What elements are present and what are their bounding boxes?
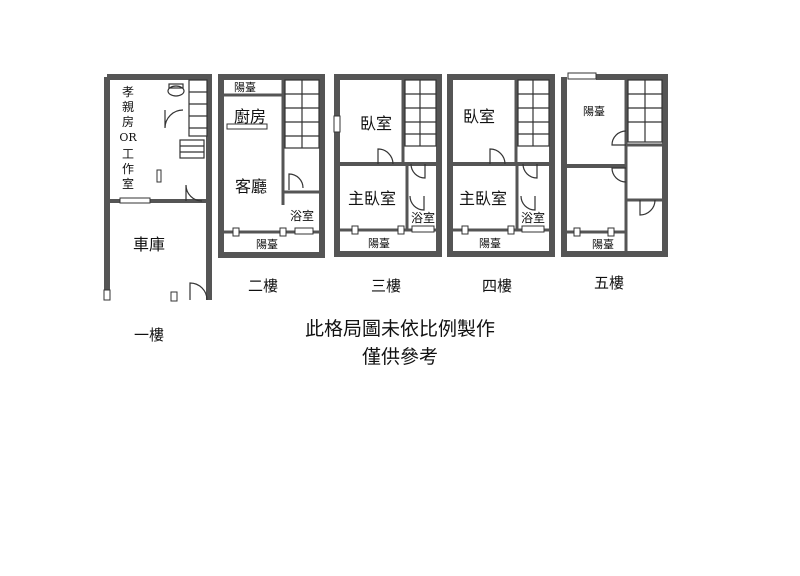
floor-2-living-label: 客廳 (235, 177, 267, 196)
floor-1-plan (103, 74, 212, 302)
floor-5-plan (561, 72, 668, 257)
floor-3-bath-label: 浴室 (411, 210, 435, 225)
floor-5-stairs (627, 79, 663, 143)
floor-1-garage-label: 車庫 (133, 235, 165, 254)
floor-2-balcony-top-label: 陽臺 (234, 80, 256, 94)
floor-3-master-label: 主臥室 (348, 189, 396, 208)
floor-1-study-label: 孝 親 房 OR 工 作 室 (119, 85, 137, 191)
floor-2-stairs (284, 79, 320, 149)
floor-3-plan (333, 74, 442, 257)
svg-text:親: 親 (122, 100, 134, 114)
svg-text:室: 室 (122, 176, 134, 191)
svg-text:工: 工 (122, 147, 134, 161)
svg-text:房: 房 (122, 114, 134, 129)
floor-2-plan (218, 74, 325, 258)
floor-2-balcony-bottom-label: 陽臺 (256, 237, 278, 251)
floor-3-balcony-bottom-label: 陽臺 (368, 236, 390, 250)
floor-3-bedroom-label: 臥室 (360, 114, 392, 133)
floor-5-balcony-top-label: 陽臺 (583, 104, 605, 118)
floor-2-kitchen-label: 廚房 (234, 107, 266, 126)
floor-4-label: 四樓 (482, 277, 512, 295)
svg-text:作: 作 (122, 162, 134, 176)
svg-text:OR: OR (119, 131, 137, 144)
svg-text:孝: 孝 (122, 85, 134, 99)
floor-5-label: 五樓 (594, 274, 624, 292)
floor-3-label: 三樓 (371, 277, 401, 295)
floor-1-stairs (179, 79, 208, 159)
floor-4-plan (447, 74, 555, 257)
disclaimer-line-2: 僅供參考 (361, 346, 438, 368)
floor-3-stairs (404, 79, 437, 147)
floor-4-balcony-bottom-label: 陽臺 (479, 236, 501, 250)
disclaimer-line-1: 此格局圖未依比例製作 (304, 318, 495, 340)
floor-5-balcony-bottom-label: 陽臺 (592, 237, 614, 251)
floor-2-bath-label: 浴室 (290, 208, 314, 223)
floor-4-master-label: 主臥室 (459, 189, 507, 208)
floor-2-label: 二樓 (248, 277, 278, 295)
floor-4-bedroom-label: 臥室 (463, 107, 495, 126)
floor-4-stairs (517, 79, 550, 147)
floor-4-bath-label: 浴室 (521, 210, 545, 225)
floor-1-label: 一樓 (134, 326, 164, 344)
